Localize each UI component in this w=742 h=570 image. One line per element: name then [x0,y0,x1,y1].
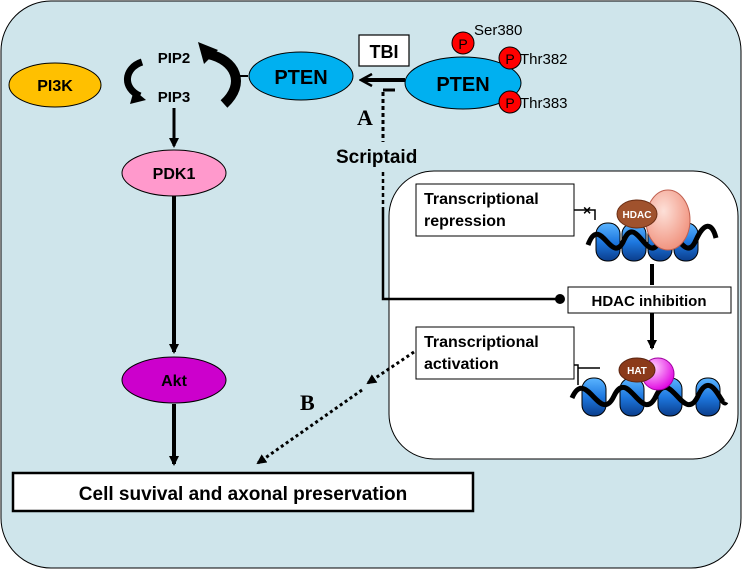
svg-text:PTEN: PTEN [436,74,489,96]
svg-text:HAT: HAT [627,366,647,377]
svg-text:HDAC inhibition: HDAC inhibition [592,293,707,310]
hdac-protein: HDAC [616,189,691,251]
hat-protein: HAT [618,357,675,391]
pip3-label: PIP3 [158,89,191,106]
scriptaid-to-hdac-line [381,210,558,301]
repression-x-mark: × [583,202,591,218]
phospho-thr382: P Thr382 [498,46,568,70]
svg-text:Ser380: Ser380 [474,22,522,39]
svg-text:Thr382: Thr382 [520,51,568,68]
cell-survival-box: Cell suvival and axonal preservation [11,471,475,513]
inhibition-dot [555,294,565,304]
akt-node: Akt [121,356,227,404]
pi3k-node: PI3K [8,62,102,108]
svg-text:Thr383: Thr383 [520,95,568,112]
pathway-label-b: B [300,390,315,415]
phospho-ser380: P Ser380 [451,22,522,55]
pten-right-node: PTEN [404,56,522,110]
pip-cycle-arrowhead-left [130,90,146,104]
svg-text:TBI: TBI [370,42,399,62]
pathway-label-a: A [357,105,373,130]
svg-text:PI3K: PI3K [37,78,73,95]
pip-cycle-arrowhead-right [198,42,218,64]
hdac-inhibition-box: HDAC inhibition [567,286,732,314]
pten-left-node: PTEN [248,51,354,101]
chromatin-active [569,377,729,417]
svg-text:HDAC: HDAC [623,210,652,221]
svg-text:P: P [505,95,514,111]
phospho-thr383: P Thr383 [498,90,568,114]
svg-text:Transcriptional: Transcriptional [424,334,539,351]
transcriptional-activation-box: Transcriptional activation [415,326,575,380]
tbi-box: TBI [358,34,410,67]
svg-text:Cell suvival and axonal preser: Cell suvival and axonal preservation [79,484,407,505]
svg-text:PTEN: PTEN [274,67,327,89]
svg-text:P: P [505,51,514,67]
svg-text:P: P [458,36,467,52]
svg-text:Transcriptional: Transcriptional [424,191,539,208]
svg-text:PDK1: PDK1 [153,166,196,183]
pip2-label: PIP2 [158,50,191,67]
svg-text:activation: activation [424,356,499,373]
svg-text:Akt: Akt [161,373,187,390]
pdk1-node: PDK1 [121,149,227,197]
pip3-to-pip2-curve-arrow [206,49,241,108]
transcriptional-repression-box: Transcriptional repression [415,183,575,237]
repression-connector [574,209,596,220]
scriptaid-label: Scriptaid [336,147,417,168]
activation-connector [574,364,579,385]
svg-text:repression: repression [424,213,506,230]
